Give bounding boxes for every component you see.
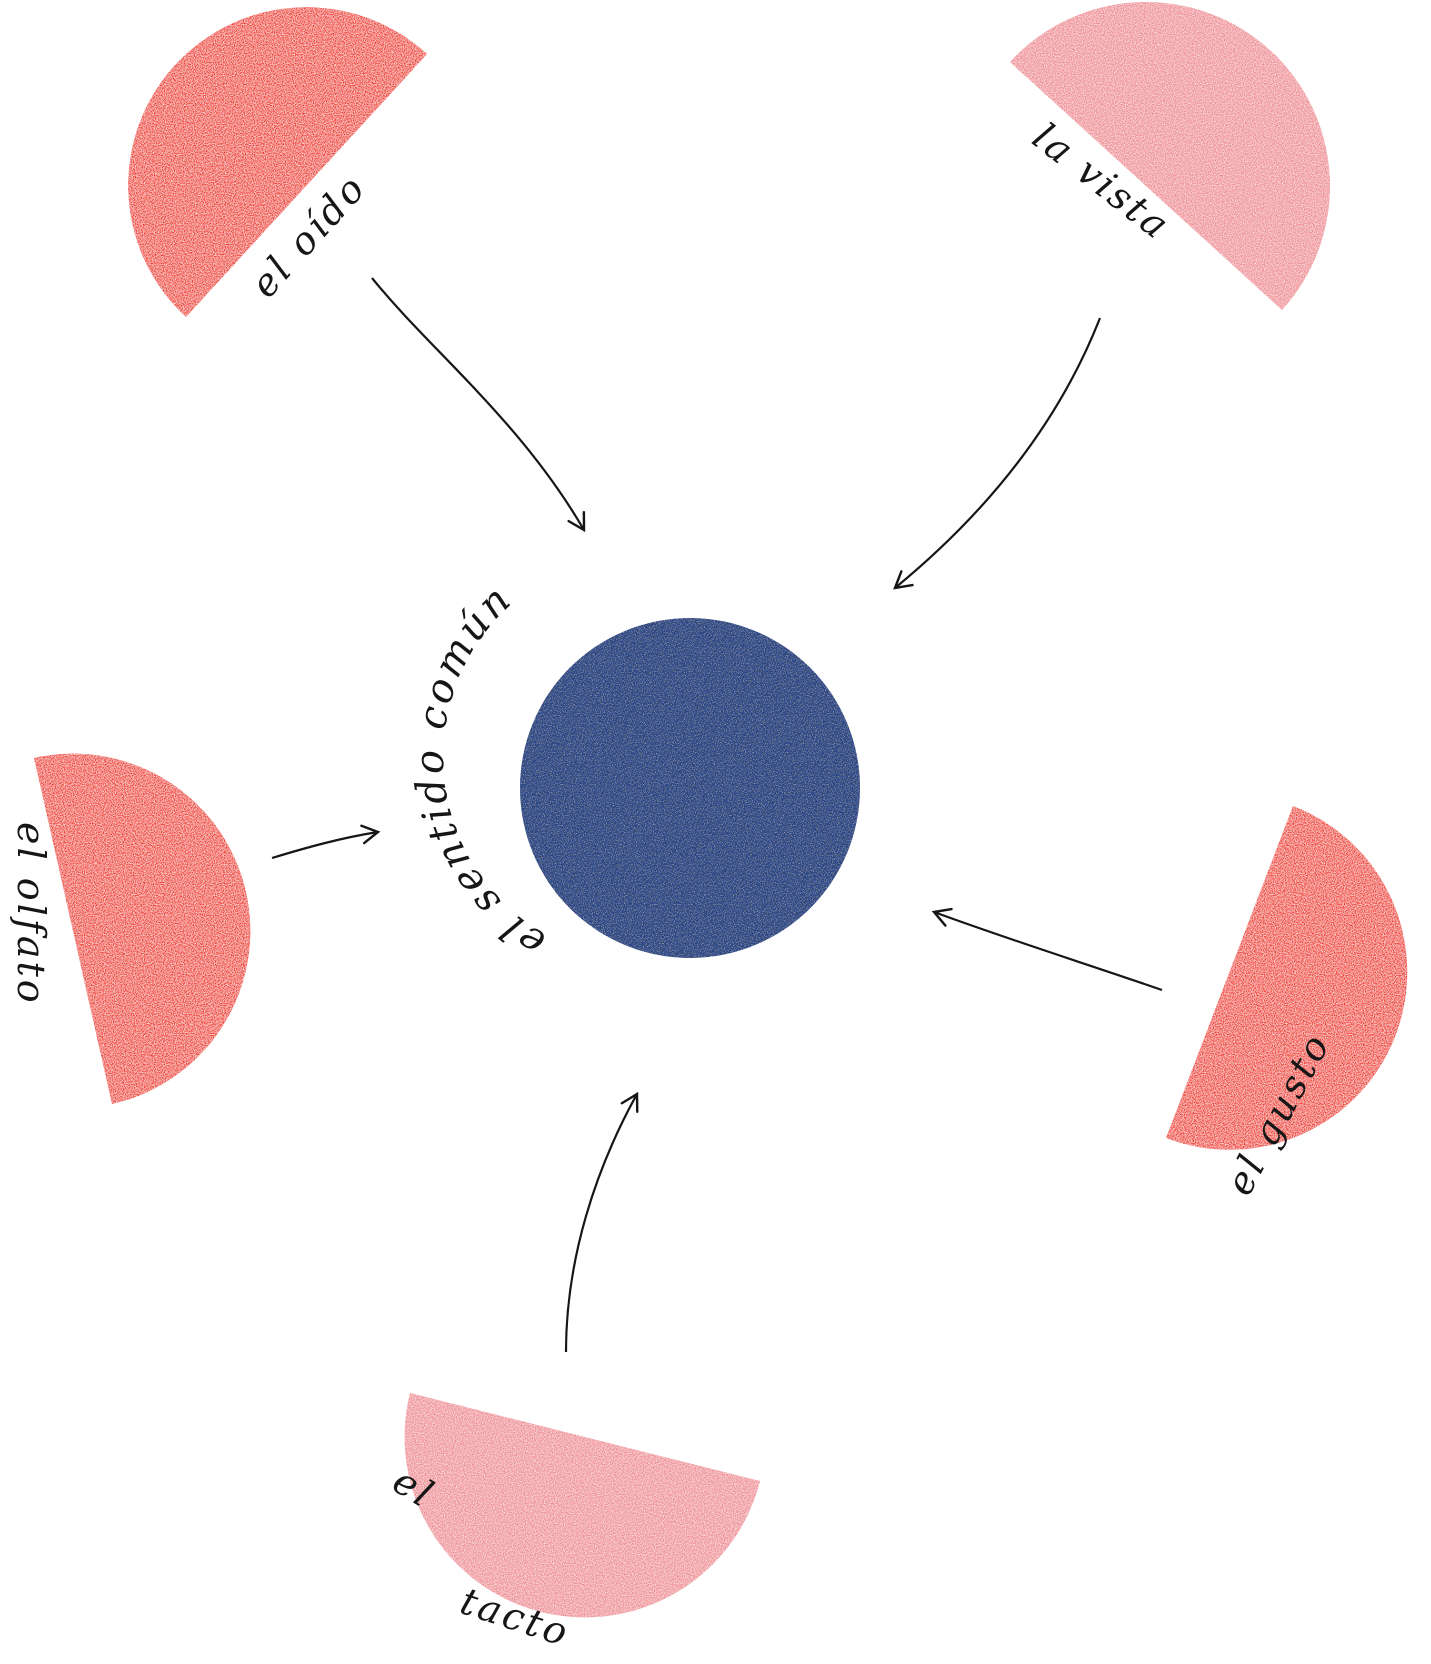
- sense-olfato: el olfato: [9, 754, 250, 1104]
- common-sense-disc: [520, 618, 860, 958]
- sense-oido: el oído: [128, 7, 427, 317]
- olfato-label: el olfato: [9, 822, 53, 1006]
- tacto-half-disc: [405, 1393, 760, 1617]
- sense-tacto: el tacto: [385, 1393, 760, 1655]
- arrow-vista: [895, 318, 1100, 588]
- arrow-tacto: [566, 1094, 637, 1352]
- sense-gusto: el gusto: [1166, 806, 1407, 1202]
- arrow-gusto: [934, 912, 1162, 990]
- center-node: el sentido común: [407, 552, 860, 967]
- arrow-oido: [372, 278, 584, 530]
- sense-vista: la vista: [1010, 2, 1330, 310]
- arrow-olfato: [272, 832, 378, 858]
- olfato-half-disc: [34, 754, 250, 1104]
